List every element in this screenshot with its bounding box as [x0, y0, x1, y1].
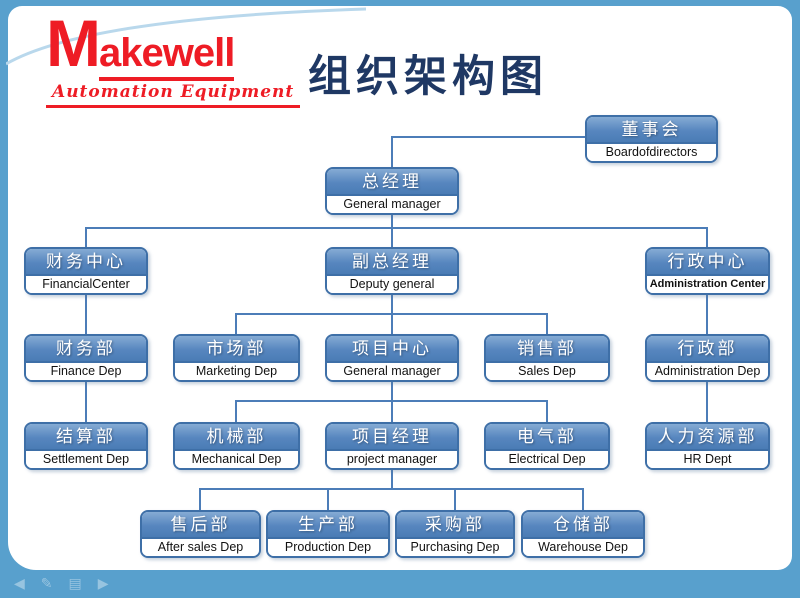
- org-node-board-subtitle: Boardofdirectors: [587, 144, 716, 161]
- org-node-general-manager-title: 总经理: [327, 169, 457, 196]
- connector-line: [454, 488, 456, 510]
- next-slide-arrow-icon: ▶: [97, 575, 109, 591]
- org-node-project-center-title: 项目中心: [327, 336, 457, 363]
- org-node-project-manager-subtitle: project manager: [327, 451, 457, 468]
- org-node-production-dep-subtitle: Production Dep: [268, 539, 388, 556]
- org-node-after-sales-dep-subtitle: After sales Dep: [142, 539, 259, 556]
- org-node-sales-dep-title: 销售部: [486, 336, 608, 363]
- presenter-toolbar: ◀ ✎ ▤ ▶: [14, 575, 109, 591]
- org-node-admin-center: 行政中心 Administration Center: [645, 247, 770, 295]
- org-node-electrical-dep-subtitle: Electrical Dep: [486, 451, 608, 468]
- org-node-warehouse-dep-subtitle: Warehouse Dep: [523, 539, 643, 556]
- org-node-admin-center-subtitle: Administration Center: [647, 276, 768, 293]
- org-node-sales-dep-subtitle: Sales Dep: [486, 363, 608, 380]
- connector-line: [582, 488, 584, 510]
- connector-line: [546, 400, 548, 422]
- org-node-marketing-dep-subtitle: Marketing Dep: [175, 363, 298, 380]
- logo-subtitle: Automation Equipment: [46, 81, 301, 108]
- org-node-production-dep-title: 生产部: [268, 512, 388, 539]
- org-node-deputy-general-subtitle: Deputy general: [327, 276, 457, 293]
- connector-line: [85, 227, 708, 229]
- connector-line: [235, 313, 237, 334]
- connector-line: [391, 136, 587, 138]
- org-node-board: 董事会 Boardofdirectors: [585, 115, 718, 163]
- org-node-marketing-dep-title: 市场部: [175, 336, 298, 363]
- org-node-finance-center-subtitle: FinancialCenter: [26, 276, 146, 293]
- org-node-settlement-dep: 结算部 Settlement Dep: [24, 422, 148, 470]
- logo-initial: M: [46, 6, 101, 80]
- logo-word-rest: akewell: [98, 31, 235, 81]
- page-title: 组织架构图: [308, 53, 548, 101]
- org-node-project-manager-title: 项目经理: [327, 424, 457, 451]
- connector-line: [706, 227, 708, 247]
- org-node-hr-dept: 人力资源部 HR Dept: [645, 422, 770, 470]
- org-node-purchasing-dep-subtitle: Purchasing Dep: [397, 539, 513, 556]
- org-node-after-sales-dep: 售后部 After sales Dep: [140, 510, 261, 558]
- connector-line: [706, 294, 708, 334]
- connector-line: [199, 488, 584, 490]
- org-node-project-manager: 项目经理 project manager: [325, 422, 459, 470]
- connector-line: [327, 488, 329, 510]
- org-node-finance-center: 财务中心 FinancialCenter: [24, 247, 148, 295]
- connector-line: [391, 400, 393, 422]
- connector-line: [199, 488, 201, 510]
- connector-line: [391, 227, 393, 247]
- org-node-marketing-dep: 市场部 Marketing Dep: [173, 334, 300, 382]
- connector-line: [235, 400, 237, 422]
- org-node-admin-center-title: 行政中心: [647, 249, 768, 276]
- org-node-mechanical-dep-title: 机械部: [175, 424, 298, 451]
- org-node-general-manager-subtitle: General manager: [327, 196, 457, 213]
- org-node-purchasing-dep: 采购部 Purchasing Dep: [395, 510, 515, 558]
- org-node-settlement-dep-title: 结算部: [26, 424, 146, 451]
- org-node-hr-dept-subtitle: HR Dept: [647, 451, 768, 468]
- org-node-finance-dep-subtitle: Finance Dep: [26, 363, 146, 380]
- pen-icon: ✎: [40, 575, 53, 591]
- connector-line: [391, 294, 393, 315]
- org-node-mechanical-dep-subtitle: Mechanical Dep: [175, 451, 298, 468]
- org-node-deputy-general-title: 副总经理: [327, 249, 457, 276]
- org-node-purchasing-dep-title: 采购部: [397, 512, 513, 539]
- org-node-production-dep: 生产部 Production Dep: [266, 510, 390, 558]
- prev-slide-arrow-icon: ◀: [14, 575, 25, 591]
- connector-line: [391, 381, 393, 402]
- org-node-admin-dep-subtitle: Administration Dep: [647, 363, 768, 380]
- connector-line: [391, 214, 393, 229]
- connector-line: [391, 313, 393, 334]
- connector-line: [706, 381, 708, 422]
- org-node-general-manager: 总经理 General manager: [325, 167, 459, 215]
- org-node-deputy-general: 副总经理 Deputy general: [325, 247, 459, 295]
- org-node-finance-dep: 财务部 Finance Dep: [24, 334, 148, 382]
- org-node-electrical-dep-title: 电气部: [486, 424, 608, 451]
- org-node-after-sales-dep-title: 售后部: [142, 512, 259, 539]
- connector-line: [85, 227, 87, 247]
- org-node-warehouse-dep: 仓储部 Warehouse Dep: [521, 510, 645, 558]
- connector-line: [391, 469, 393, 490]
- org-node-warehouse-dep-title: 仓储部: [523, 512, 643, 539]
- connector-line: [546, 313, 548, 334]
- org-node-sales-dep: 销售部 Sales Dep: [484, 334, 610, 382]
- org-node-project-center-subtitle: General manager: [327, 363, 457, 380]
- connector-line: [391, 136, 393, 167]
- org-node-finance-center-title: 财务中心: [26, 249, 146, 276]
- org-node-board-title: 董事会: [587, 117, 716, 144]
- org-node-hr-dept-title: 人力资源部: [647, 424, 768, 451]
- org-node-finance-dep-title: 财务部: [26, 336, 146, 363]
- org-node-settlement-dep-subtitle: Settlement Dep: [26, 451, 146, 468]
- org-node-admin-dep-title: 行政部: [647, 336, 768, 363]
- connector-line: [85, 381, 87, 422]
- org-node-project-center: 项目中心 General manager: [325, 334, 459, 382]
- connector-line: [85, 294, 87, 334]
- slide-menu-icon: ▤: [68, 575, 82, 591]
- org-node-electrical-dep: 电气部 Electrical Dep: [484, 422, 610, 470]
- org-node-admin-dep: 行政部 Administration Dep: [645, 334, 770, 382]
- org-node-mechanical-dep: 机械部 Mechanical Dep: [173, 422, 300, 470]
